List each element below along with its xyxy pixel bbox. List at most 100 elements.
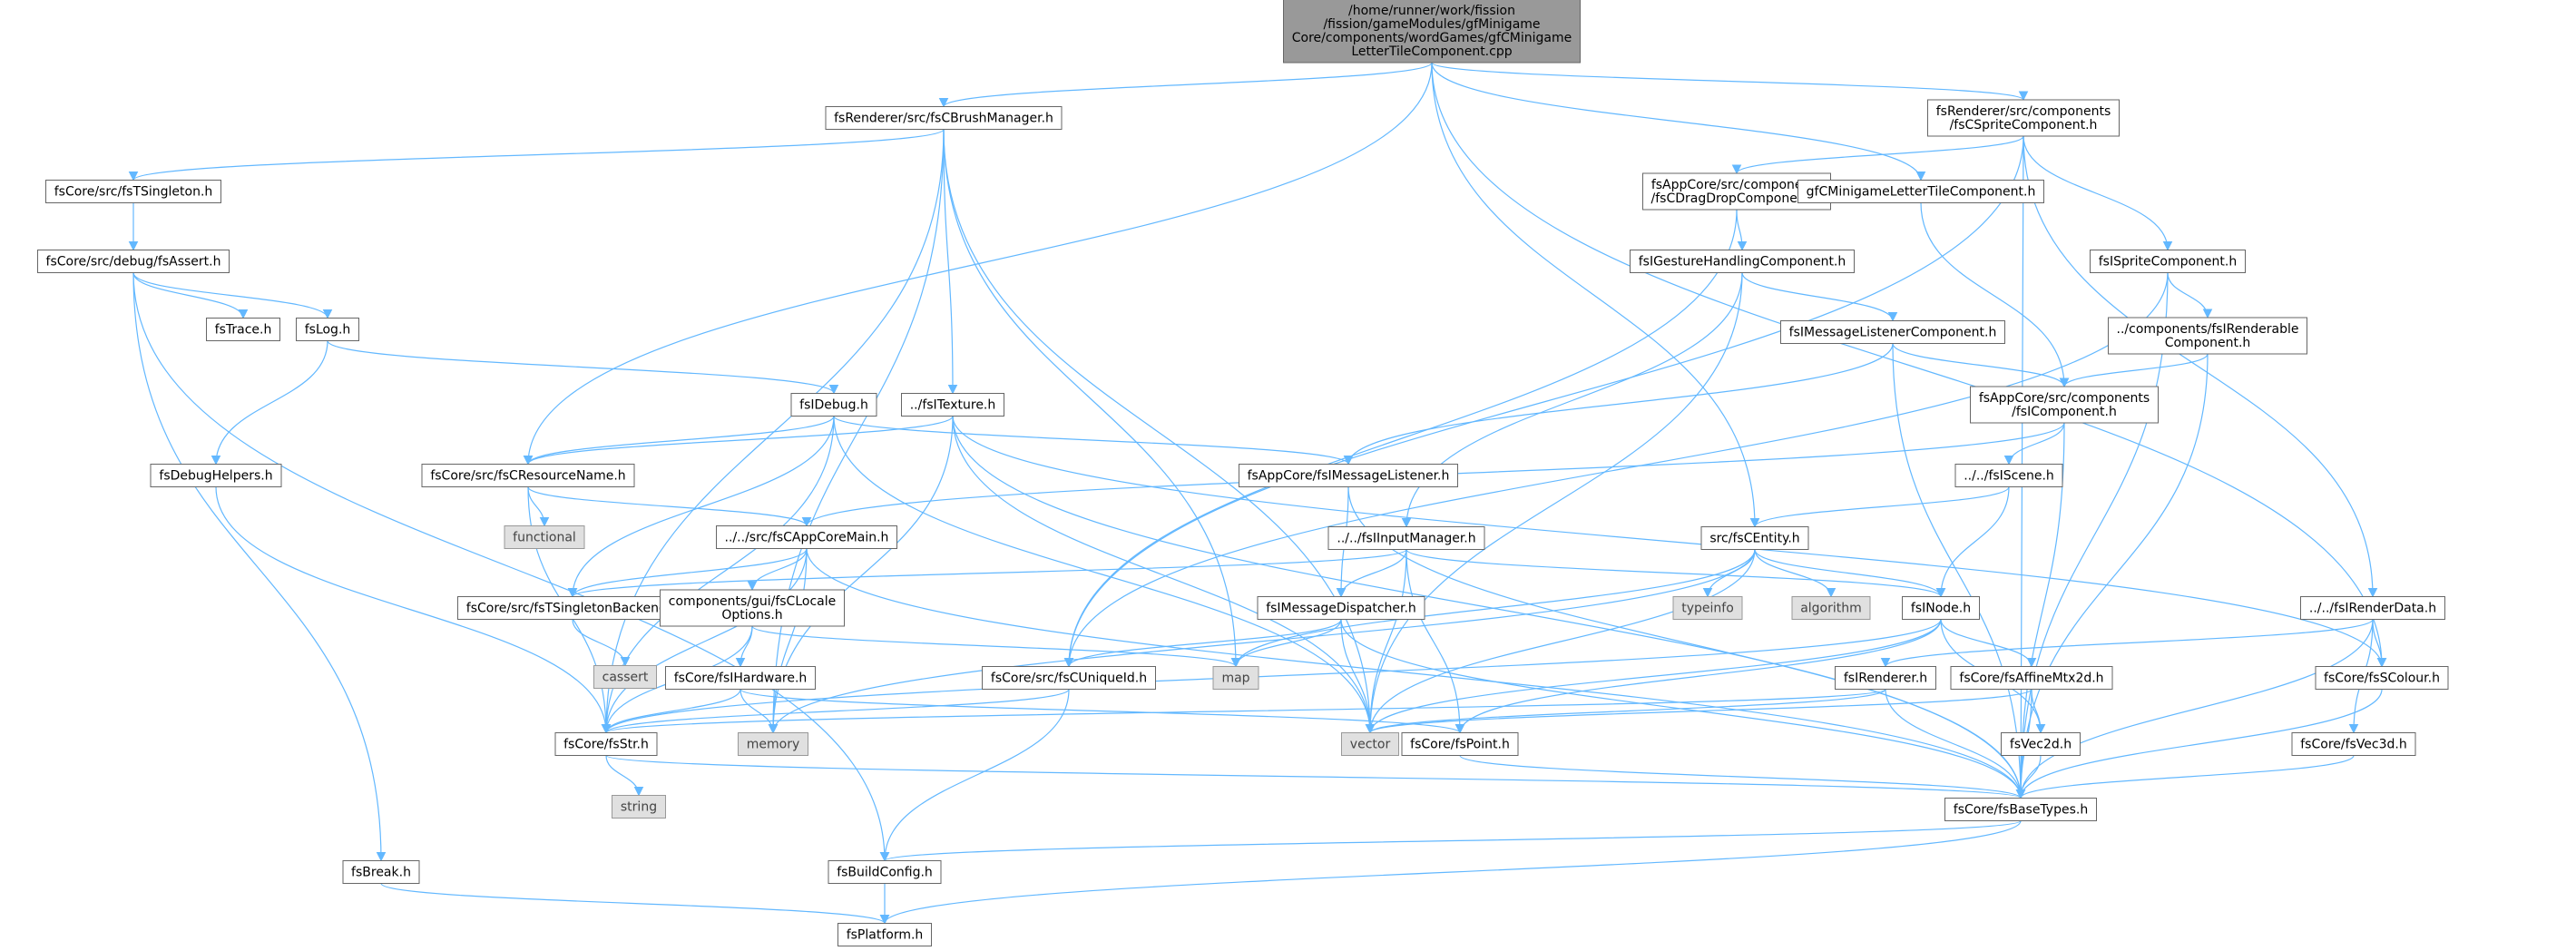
node-box	[660, 589, 845, 627]
node-centity[interactable]: src/fsCEntity.h	[1700, 526, 1809, 550]
node-log[interactable]: fsLog.h	[296, 318, 359, 341]
node-icomponent[interactable]: fsAppCore/src/components/fsIComponent.h	[1970, 386, 2159, 424]
node-root[interactable]: /home/runner/work/fission/fission/gameMo…	[1283, 0, 1581, 64]
edge-iinputmanager-to-tsingletonbackend	[567, 548, 1407, 598]
node-irenderer[interactable]: fsIRenderer.h	[1835, 666, 1936, 690]
edge-appcoremain-to-str	[601, 548, 808, 734]
node-label: map	[1221, 672, 1249, 686]
node-vec3d[interactable]: fsCore/fsVec3d.h	[2291, 732, 2416, 756]
node-label: ../../fsIScene.h	[1964, 469, 2054, 484]
node-functional[interactable]: functional	[504, 525, 585, 549]
edge-appcoremain-to-tsingletonbackend	[567, 548, 808, 598]
edge-root-to-sprite	[1431, 62, 2029, 102]
edge-iinputmanager-to-vector	[1365, 549, 1407, 734]
node-appcoremain[interactable]: ../../src/fsCAppCoreMain.h	[716, 525, 897, 549]
node-typeinfo[interactable]: typeinfo	[1672, 596, 1743, 620]
node-box	[790, 393, 877, 417]
node-box	[1212, 666, 1259, 690]
edge-clocale-to-map	[751, 625, 1241, 668]
node-label: fsCore/src/fsCUniqueId.h	[991, 672, 1147, 686]
node-msglistenercomp[interactable]: fsIMessageListenerComponent.h	[1780, 320, 2005, 344]
edge-sprite-to-irenderdata	[2023, 135, 2378, 598]
node-box	[2291, 732, 2416, 756]
node-tsingleton[interactable]: fsCore/src/fsTSingleton.h	[45, 180, 221, 203]
edge-sprite-to-ispritecomp	[2023, 135, 2173, 251]
node-box	[1283, 0, 1581, 64]
node-algorithm[interactable]: algorithm	[1791, 596, 1871, 620]
node-itexture[interactable]: ../fsITexture.h	[901, 393, 1004, 417]
node-buildconfig[interactable]: fsBuildConfig.h	[828, 860, 942, 884]
node-box	[1672, 596, 1743, 620]
node-box	[421, 464, 635, 487]
node-scolour[interactable]: fsCore/fsSColour.h	[2315, 666, 2449, 690]
node-ihardware[interactable]: fsCore/fsIHardware.h	[665, 666, 816, 690]
edge-affine-to-vector	[1365, 688, 2032, 734]
node-box	[716, 525, 897, 549]
node-label: ../../fsIInputManager.h	[1337, 532, 1475, 546]
node-trace[interactable]: fsTrace.h	[206, 318, 280, 341]
edge-brk-to-platform	[380, 882, 890, 925]
edge-inode-to-affine	[1940, 619, 2037, 668]
edge-root-to-scolour	[1431, 62, 2387, 668]
node-basetypes[interactable]: fsCore/fsBaseTypes.h	[1944, 798, 2097, 821]
node-label: fsCore/src/fsTSingleton.h	[54, 185, 213, 200]
node-cassert[interactable]: cassert	[593, 665, 657, 689]
edge-root-to-gfletter	[1431, 62, 1926, 181]
node-affine[interactable]: fsCore/fsAffineMtx2d.h	[1950, 666, 2113, 690]
node-idebug[interactable]: fsIDebug.h	[790, 393, 877, 417]
edge-irenderer-to-vector	[1365, 688, 1886, 734]
node-box	[1944, 798, 2097, 821]
node-vector[interactable]: vector	[1341, 732, 1399, 756]
node-tsingletonbackend[interactable]: fsCore/src/fsTSingletonBackend.h	[457, 596, 688, 620]
node-uniqueid[interactable]: fsCore/src/fsCUniqueId.h	[982, 666, 1156, 690]
node-map[interactable]: map	[1212, 666, 1259, 690]
edge-assert-to-trace	[132, 272, 249, 319]
node-ispritecomp[interactable]: fsISpriteComponent.h	[2090, 250, 2246, 273]
node-box	[1954, 464, 2063, 487]
edge-msgdispatcher-to-vector	[1340, 619, 1376, 734]
node-sprite[interactable]: fsRenderer/src/components/fsCSpriteCompo…	[1927, 99, 2120, 137]
edge-msglistenercomp-to-icomponent	[1892, 343, 2070, 388]
node-assert[interactable]: fsCore/src/debug/fsAssert.h	[37, 250, 230, 273]
edge-gesture-to-msglistenercomp	[1741, 272, 1898, 322]
node-label: /fission/gameModules/gfMinigame	[1323, 17, 1540, 32]
node-label: fsCore/fsStr.h	[563, 738, 649, 752]
node-point[interactable]: fsCore/fsPoint.h	[1401, 732, 1519, 756]
node-irenderdata[interactable]: ../../fsIRenderData.h	[2300, 596, 2445, 620]
node-label: LetterTileComponent.cpp	[1351, 44, 1512, 59]
node-gfletter[interactable]: gfCMinigameLetterTileComponent.h	[1797, 180, 2044, 203]
node-label: typeinfo	[1681, 602, 1734, 616]
node-debughelpers[interactable]: fsDebugHelpers.h	[150, 464, 282, 487]
node-inode[interactable]: fsINode.h	[1902, 596, 1980, 620]
node-iinputmanager[interactable]: ../../fsIInputManager.h	[1327, 526, 1485, 550]
edge-centity-to-vector	[1365, 549, 1756, 734]
node-brush[interactable]: fsRenderer/src/fsCBrushManager.h	[825, 106, 1063, 130]
node-label: fsAppCore/src/components	[1651, 178, 1822, 192]
node-memory[interactable]: memory	[738, 732, 808, 756]
node-label: algorithm	[1800, 602, 1862, 616]
node-label: fsIMessageDispatcher.h	[1266, 602, 1416, 616]
edge-assert-to-log	[132, 272, 333, 319]
node-string[interactable]: string	[612, 795, 666, 819]
node-label: fsIGestureHandlingComponent.h	[1639, 255, 1846, 270]
node-imsglistener[interactable]: fsAppCore/fsIMessageListener.h	[1239, 464, 1458, 487]
node-box	[1630, 250, 1855, 273]
node-gesture[interactable]: fsIGestureHandlingComponent.h	[1630, 250, 1855, 273]
node-label: fsDebugHelpers.h	[159, 469, 272, 484]
edge-basetypes-to-platform	[879, 820, 2022, 925]
node-box	[738, 732, 808, 756]
node-msgdispatcher[interactable]: fsIMessageDispatcher.h	[1257, 596, 1425, 620]
node-box	[1700, 526, 1809, 550]
node-vec2d[interactable]: fsVec2d.h	[2001, 732, 2081, 756]
node-iscene[interactable]: ../../fsIScene.h	[1954, 464, 2063, 487]
edge-uniqueid-to-str	[601, 688, 1070, 734]
node-box	[837, 923, 932, 946]
node-platform[interactable]: fsPlatform.h	[837, 923, 932, 946]
node-label: fsIMessageListenerComponent.h	[1789, 326, 1997, 340]
node-str[interactable]: fsCore/fsStr.h	[554, 732, 658, 756]
node-brk[interactable]: fsBreak.h	[342, 860, 420, 884]
node-label: fsPlatform.h	[847, 928, 924, 943]
node-resname[interactable]: fsCore/src/fsCResourceName.h	[421, 464, 635, 487]
